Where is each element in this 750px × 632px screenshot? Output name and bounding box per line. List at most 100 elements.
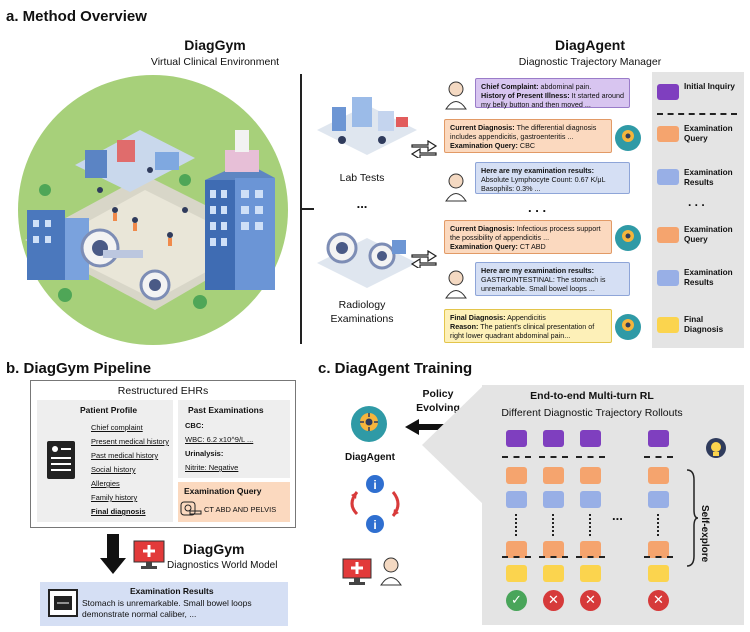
policy-evolving-line1: Policy [422,388,454,400]
examination-query-title: Examination Query [184,486,262,496]
legend-label-examination-query: Examination Query [684,124,733,143]
examination-results-card [40,582,288,626]
legend-label-final-diagnosis: Final Diagnosis [684,315,724,334]
profile-item: Family history [91,493,138,502]
wrong-cross-icon: ✕ [580,590,601,611]
wrong-cross-icon: ✕ [648,590,669,611]
rollout-step-block [506,467,527,484]
rollout-separator [539,456,568,458]
patient-avatar-icon [380,557,402,586]
urinalysis-label: Urinalysis: [185,449,224,458]
monitor-icon [342,558,372,585]
patient-avatar-icon [445,270,467,299]
legend-chip-final-diagnosis [657,317,679,333]
message-examination-query-2: Current Diagnosis: Infectious process su… [444,220,612,254]
rollout-step-block [543,491,564,508]
svg-text:i: i [373,478,376,492]
rollout-step-block [648,430,669,447]
rollout-step-block [543,467,564,484]
profile-item: Final diagnosis [91,507,146,516]
section-b-title: b. DiagGym Pipeline [6,360,152,377]
profile-item: Present medical history [91,437,169,446]
self-explore-label: Self-explore [699,505,710,563]
rollout-step-block [648,491,669,508]
rollout-step-block [506,541,527,558]
legend-chip-examination-results [657,270,679,286]
self-explore-brace [686,469,699,567]
rollout-separator [502,556,531,558]
rollout-separator [502,456,531,458]
document-icon [47,441,75,479]
message-examination-results-1: Here are my examination results: Absolut… [475,162,630,194]
lab-tests-illustration [317,97,417,155]
examination-results-text: Stomach is unremarkable. Small bowel loo… [82,598,252,619]
diaggym-subtitle: Virtual Clinical Environment [150,56,280,68]
past-examinations-title: Past Examinations [188,405,264,415]
rl-title: End-to-end Multi-turn RL [530,390,654,402]
diagagent-title: DiagAgent [555,37,625,53]
message-examination-query-1: Current Diagnosis: The differential diag… [444,119,612,153]
monitor-icon [133,540,165,569]
examination-query-card [178,482,290,522]
patient-avatar-icon [445,173,467,202]
agent-brain-icon [615,225,641,251]
legend-chip-examination-query [657,126,679,142]
policy-evolving-line2: Evolving [416,402,460,414]
message-examination-results-2: Here are my examination results: GASTROI… [475,262,630,296]
agent-brain-icon [615,125,641,151]
legend-label-initial-inquiry: Initial Inquiry [684,82,735,91]
message-initial-inquiry: Chief Complaint: abdominal pain. History… [475,78,630,109]
examination-query-value: CT ABD AND PELVIS [204,505,277,514]
radiology-illustration [317,232,417,288]
agent-brain-icon [615,314,641,340]
message-final-diagnosis: Final Diagnosis: Appendicitis Reason: Th… [444,309,612,343]
xray-icon [48,589,78,617]
rollout-step-block [543,565,564,582]
rollout-step-block [580,491,601,508]
past-examinations-card [178,400,290,478]
rollout-separator [539,556,568,558]
profile-items-list: Chief complaint Present medical history … [91,421,173,519]
virtual-hospital-illustration [18,75,288,345]
legend-label-examination-query: Examination Query [684,225,733,244]
rollout-step-block [648,541,669,558]
rollout-step-block [580,565,601,582]
rollout-separator [576,556,605,558]
radiology-label-line1: Radiology [338,299,386,311]
legend-label-examination-results: Examination Results [684,268,733,287]
down-arrow-icon [100,534,126,574]
wrong-cross-icon: ✕ [543,590,564,611]
profile-item: Social history [91,465,136,474]
diagagent-head-icon [351,406,387,442]
correct-check-icon: ✓ [506,590,527,611]
rollout-continuation-dots [515,514,519,536]
rollout-step-block [648,565,669,582]
rollout-separator [644,556,673,558]
legend-label-examination-results: Examination Results [684,168,733,187]
examination-results-title: Examination Results [130,586,214,596]
lab-tests-label: Lab Tests [339,172,385,184]
profile-item: Allergies [91,479,120,488]
rollout-step-block [506,430,527,447]
policy-cycle-icon: i i [350,475,400,533]
lightbulb-icon [706,438,726,458]
rollout-step-block [580,430,601,447]
rl-subtitle: Different Diagnostic Trajectory Rollouts [501,407,683,419]
legend-chip-examination-query [657,227,679,243]
section-a-dots: ... [356,196,368,211]
rollout-step-block [580,541,601,558]
rollout-separator [644,456,673,458]
profile-item: Past medical history [91,451,159,460]
diagagent-subtitle: Diagnostic Trajectory Manager [518,56,662,68]
rollouts-ellipsis: ... [612,508,623,523]
trajectory-legend-panel [652,72,744,348]
profile-item: Chief complaint [91,423,143,432]
rollout-step-block [506,565,527,582]
messages-dots: . . . [528,200,547,215]
radiology-label-line2: Examinations [330,313,394,325]
wbc-value: WBC: 6.2 x10^9/L ... [185,435,254,444]
rollout-step-block [543,430,564,447]
rollout-continuation-dots [589,514,593,536]
rollout-step-block [580,467,601,484]
section-a-title: a. Method Overview [6,8,147,25]
